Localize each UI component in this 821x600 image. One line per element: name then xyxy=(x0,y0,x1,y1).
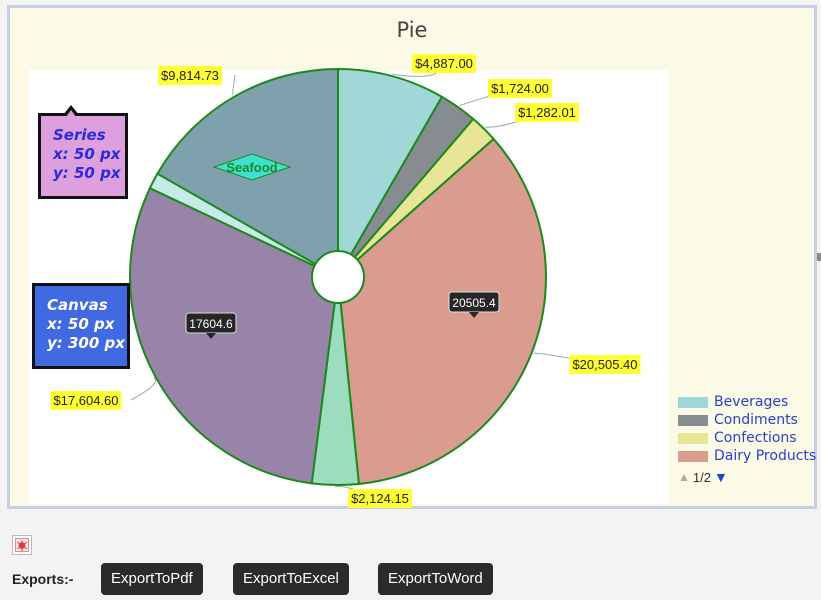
legend-label: Condiments xyxy=(714,412,798,428)
canvas-callout-x: x: 50 px xyxy=(47,315,115,333)
pager-down-icon[interactable]: ▼ xyxy=(713,469,728,485)
canvas-callout: Canvas x: 50 px y: 300 px xyxy=(32,283,130,369)
pie-slice-meat-poultry[interactable] xyxy=(129,186,340,485)
data-label-bg xyxy=(488,79,552,98)
legend-label: Confections xyxy=(714,430,797,446)
legend-label: Dairy Products xyxy=(714,448,817,464)
leader-line xyxy=(232,74,236,96)
export-excel-button[interactable]: ExportToExcel xyxy=(233,563,349,595)
canvas-callout-y: y: 300 px xyxy=(47,334,125,352)
series-callout-title: Series xyxy=(53,126,106,144)
legend-swatch xyxy=(678,432,708,444)
data-label: $9,814.73 xyxy=(161,68,219,83)
legend-label: Beverages xyxy=(714,394,789,410)
data-label-bg xyxy=(158,66,222,85)
resize-handle[interactable] xyxy=(817,253,821,261)
tooltip: 20505.4 xyxy=(448,291,500,318)
data-label-bg xyxy=(50,391,122,410)
pie-center-hole xyxy=(311,250,365,304)
legend-swatch xyxy=(678,450,708,462)
series-callout-y: y: 50 px xyxy=(53,164,121,182)
series-callout-x: x: 50 px xyxy=(53,145,121,163)
pager-text: 1/2 xyxy=(692,469,711,485)
chart-legend: Beverages Condiments Confections Dairy P… xyxy=(678,393,816,485)
chart-title: Pie xyxy=(396,18,428,42)
data-label-bg xyxy=(515,103,579,122)
data-label: $2,124.15 xyxy=(351,491,409,506)
tooltip-text: 20505.4 xyxy=(452,296,496,310)
data-label: $1,282.01 xyxy=(518,105,576,120)
exports-label: Exports:- xyxy=(12,571,74,587)
bug-icon[interactable] xyxy=(12,535,32,555)
pager-up-icon[interactable]: ▲ xyxy=(678,470,690,484)
data-label: $20,505.40 xyxy=(572,357,637,372)
pie-slice-dairy-products[interactable] xyxy=(336,137,547,486)
data-label-bg xyxy=(412,54,476,73)
legend-item-condiments[interactable]: Condiments xyxy=(678,411,816,429)
data-label: $17,604.60 xyxy=(53,393,118,408)
legend-item-confections[interactable]: Confections xyxy=(678,429,816,447)
data-label-bg xyxy=(569,355,641,374)
pie-slice-beverages[interactable] xyxy=(337,67,444,281)
legend-pager: ▲ 1/2 ▼ xyxy=(678,469,816,485)
export-pdf-button[interactable]: ExportToPdf xyxy=(101,563,203,595)
legend-item-beverages[interactable]: Beverages xyxy=(678,393,816,411)
legend-swatch xyxy=(678,396,708,408)
data-label: $1,724.00 xyxy=(491,81,549,96)
slice-annotation-text: Seafood xyxy=(226,160,277,175)
tooltip-text: 17604.6 xyxy=(189,317,233,331)
leader-line xyxy=(130,377,156,401)
export-word-button[interactable]: ExportToWord xyxy=(378,563,493,595)
legend-swatch xyxy=(678,414,708,426)
tooltip: 17604.6 xyxy=(185,312,237,339)
data-label-bg xyxy=(348,489,412,508)
data-label: $4,887.00 xyxy=(415,56,473,71)
legend-item-dairy-products[interactable]: Dairy Products xyxy=(678,447,816,465)
slice-annotation-shape xyxy=(212,153,292,181)
series-callout: Series x: 50 px y: 50 px xyxy=(38,105,128,199)
canvas-callout-title: Canvas xyxy=(47,296,108,314)
